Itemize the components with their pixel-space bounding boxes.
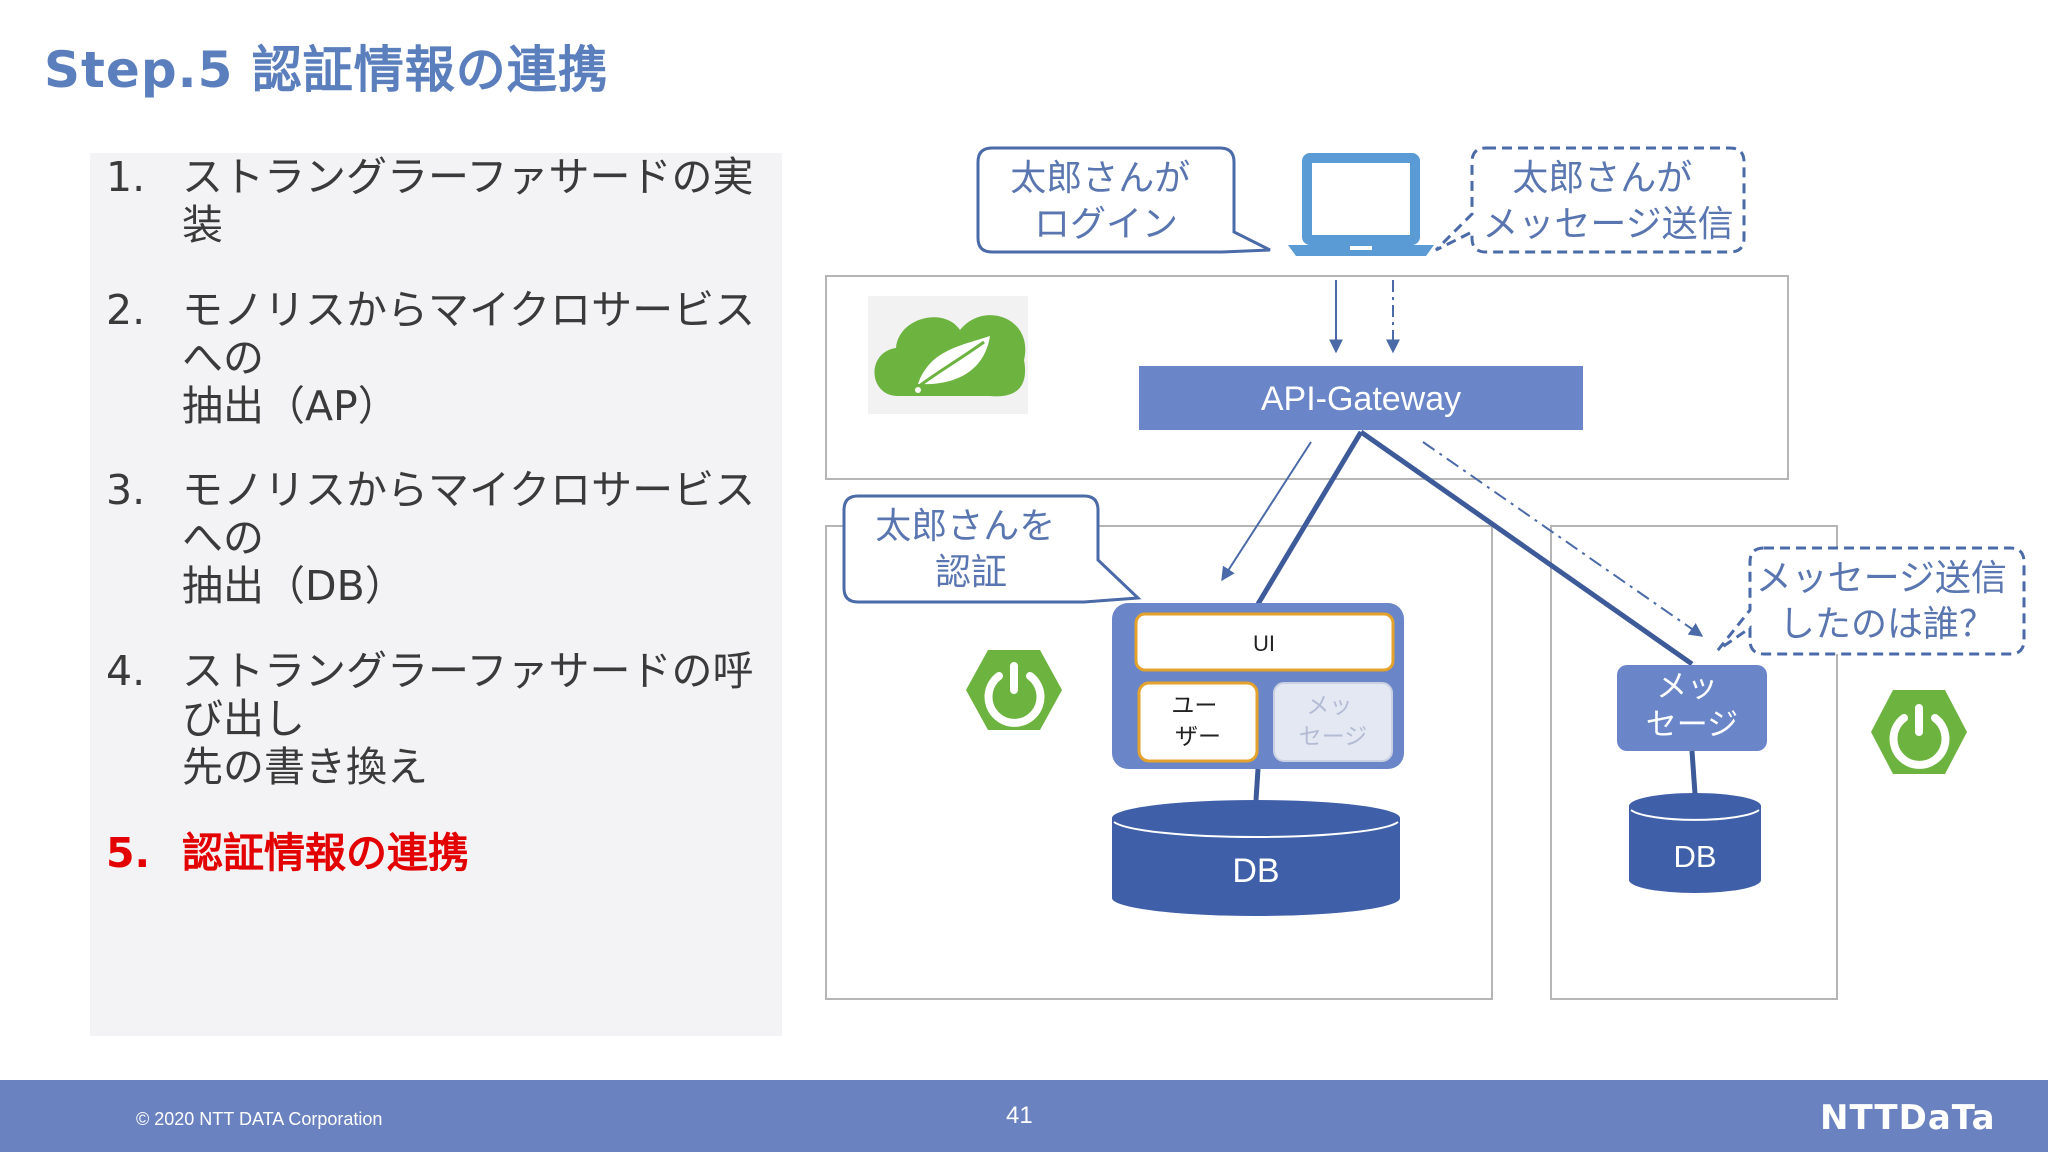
agenda-item-number: 2. <box>106 286 146 334</box>
svg-text:メッセージ送信 したのは誰？: メッセージ送信 したのは誰？ <box>1756 558 2019 645</box>
agenda-item-text: モノリスからマイクロサービスへの 抽出（DB） <box>182 466 756 610</box>
agenda-item-text: モノリスからマイクロサービスへの 抽出（AP） <box>182 286 756 430</box>
agenda-item-number: 1. <box>106 153 146 201</box>
message-service-line2: セージ <box>1646 707 1738 743</box>
ntt-data-logo: NTTDaTa <box>1820 1098 1996 1138</box>
agenda-item-number: 5. <box>106 829 151 877</box>
monolith-container <box>825 525 1493 1000</box>
callout-send-line2: メッセージ送信 <box>1482 204 1733 245</box>
main-db <box>1112 800 1400 916</box>
message-ghost-line2: セージ <box>1299 724 1368 750</box>
callout-login-line1: 太郎さんが <box>1010 158 1190 199</box>
agenda-panel: 1. ストラングラーファサードの実装 2. モノリスからマイクロサービスへの 抽… <box>90 153 782 1036</box>
callout-auth-line2: 認証 <box>935 552 1007 593</box>
callout-send: 太郎さんが メッセージ送信 <box>1434 146 1746 254</box>
user-module-label-line1: ユー <box>1171 693 1217 719</box>
callout-who-line2: したのは誰？ <box>1779 604 1995 645</box>
footer-bar: © 2020 NTT DATA Corporation 41 NTTDaTa <box>0 1080 2048 1152</box>
spring-boot-icon <box>1871 690 1967 774</box>
ui-module-label: UI <box>1253 631 1275 656</box>
message-db-label: DB <box>1673 839 1716 874</box>
user-module-label-line2: ザー <box>1175 724 1221 750</box>
gateway-to-message-line <box>1359 429 1694 667</box>
agenda-item-text: 認証情報の連携 <box>182 829 469 877</box>
api-gateway-box <box>1139 366 1583 430</box>
auth-arrow <box>1221 441 1312 582</box>
message-to-db-line <box>1689 750 1698 795</box>
message-service-container <box>1550 525 1838 1000</box>
callout-login-line2: ログイン <box>1034 204 1178 245</box>
api-gateway-label: API-Gateway <box>1261 380 1461 418</box>
message-db <box>1629 793 1761 893</box>
agenda-item-number: 3. <box>106 466 146 514</box>
message-module-ghost <box>1273 682 1393 762</box>
monolith-to-db-line <box>1253 768 1261 801</box>
spring-boot-icon <box>966 650 1062 730</box>
message-service-label: メッ セージ <box>1646 669 1738 743</box>
page-number: 41 <box>1006 1102 1033 1129</box>
agenda-item-text: ストラングラーファサードの実装 <box>182 153 754 249</box>
architecture-diagram: API-Gateway UI ユー ザー メッ セージ DB メッ セージ DB <box>825 146 2026 1000</box>
callout-auth: 太郎さんを 認証 <box>842 494 1142 604</box>
ui-module <box>1134 612 1395 672</box>
callout-who: メッセージ送信 したのは誰？ <box>1716 546 2026 656</box>
agenda-item-text: ストラングラーファサードの呼び出し 先の書き換え <box>182 647 754 791</box>
spring-cloud-icon <box>868 296 1028 414</box>
message-ghost-line1: メッ <box>1306 693 1352 719</box>
callout-auth-line1: 太郎さんを <box>875 506 1055 547</box>
message-module-ghost-label: メッ セージ <box>1299 693 1368 750</box>
callout-send-line1: 太郎さんが <box>1512 158 1692 199</box>
page-title: Step.5 認証情報の連携 <box>44 41 609 99</box>
callout-login: 太郎さんが ログイン <box>976 146 1271 254</box>
laptop-icon <box>1288 153 1434 256</box>
copyright-text: © 2020 NTT DATA Corporation <box>136 1109 383 1129</box>
callout-who-line1: メッセージ送信 <box>1756 558 2007 599</box>
user-module-label: ユー ザー <box>1171 693 1224 750</box>
message-service-box <box>1617 665 1767 751</box>
svg-text:太郎さんが メッセージ送信: 太郎さんが メッセージ送信 <box>1482 158 1733 245</box>
svg-text:太郎さんが ログイン: 太郎さんが ログイン <box>1010 158 1201 245</box>
message-service-line1: メッ <box>1656 669 1718 705</box>
main-db-label: DB <box>1232 852 1279 890</box>
agenda-item-number: 4. <box>106 647 146 695</box>
user-module <box>1137 681 1259 763</box>
send-forward-arrow <box>1422 441 1704 637</box>
svg-text:太郎さんを 認証: 太郎さんを 認証 <box>875 506 1066 593</box>
gateway-container <box>825 275 1789 480</box>
gateway-to-monolith-line <box>1255 430 1364 606</box>
